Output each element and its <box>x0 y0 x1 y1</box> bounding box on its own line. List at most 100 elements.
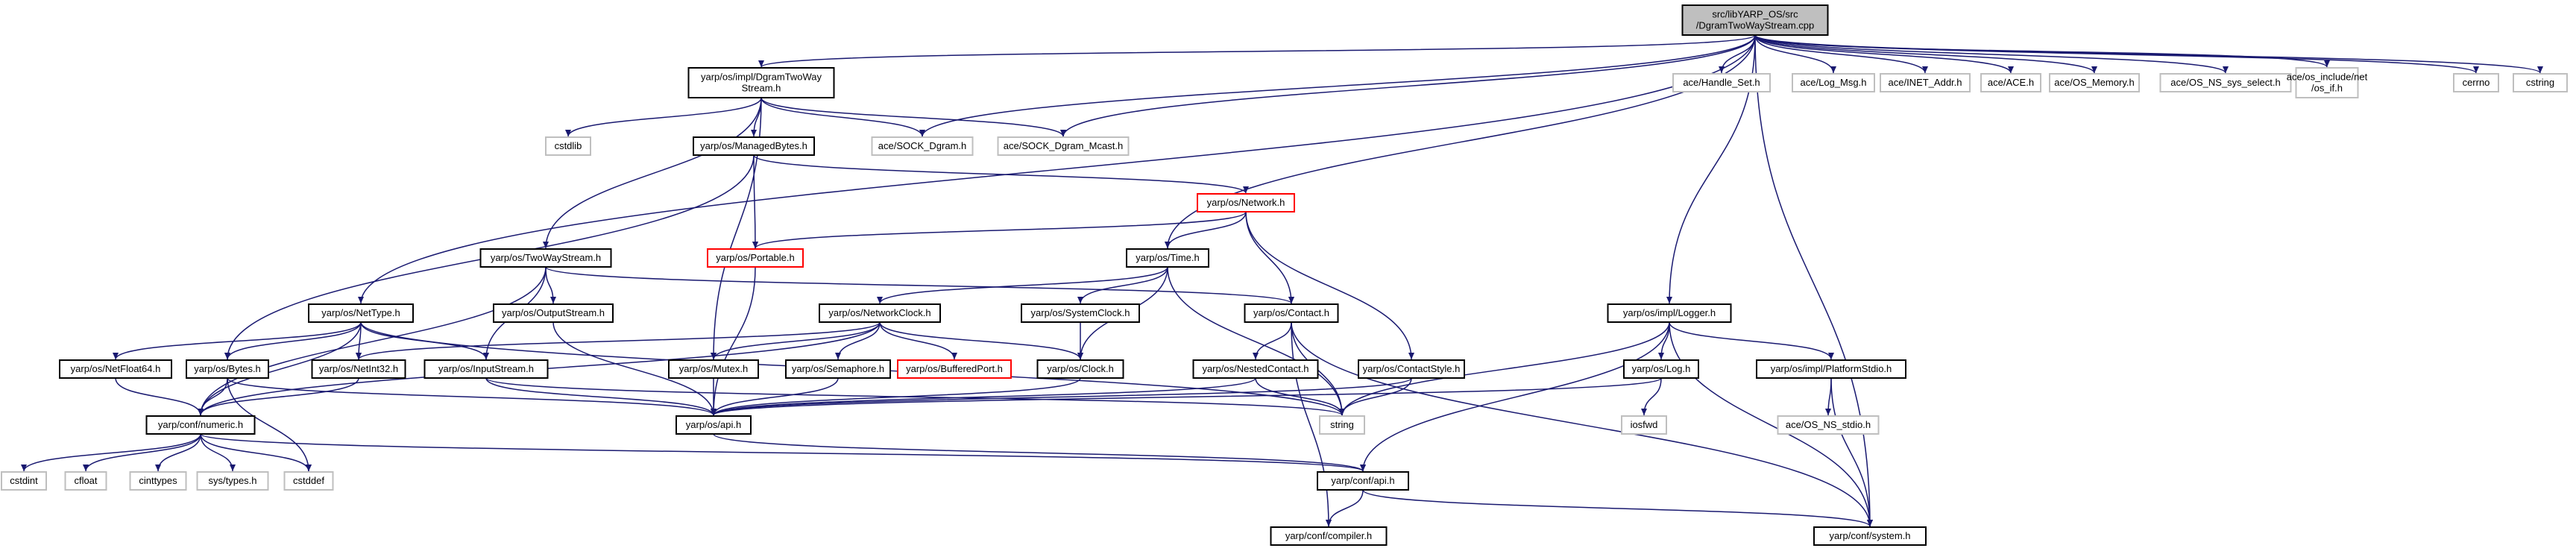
node-box-mutex <box>668 359 759 379</box>
node-label-cerrno: cerrno <box>2463 77 2490 88</box>
node-label-cinttypes: cinttypes <box>139 475 177 486</box>
node-label-netfloat64: yarp/os/NetFloat64.h <box>71 363 161 374</box>
node-os_ns_sys_select: ace/OS_NS_sys_select.h <box>2159 73 2292 92</box>
node-label-cfloat: cfloat <box>74 475 97 486</box>
node-networkclock[interactable]: yarp/os/NetworkClock.h <box>819 303 941 323</box>
node-contactstyle[interactable]: yarp/os/ContactStyle.h <box>1358 359 1465 379</box>
node-label-sock_dgram: ace/SOCK_Dgram.h <box>878 140 967 151</box>
node-box-platformstdio <box>1756 359 1906 379</box>
node-bufferedport[interactable]: yarp/os/BufferedPort.h <box>897 359 1012 379</box>
edge-conf_numeric-to-conf_api <box>200 433 1366 472</box>
edge-conf_numeric-to-sys_types <box>200 433 236 472</box>
node-label-portable: yarp/os/Portable.h <box>716 252 795 263</box>
node-contact[interactable]: yarp/os/Contact.h <box>1244 303 1339 323</box>
node-impl_logger[interactable]: yarp/os/impl/Logger.h <box>1607 303 1732 323</box>
edge-networkclock-to-bufferedport <box>879 321 957 360</box>
node-box-iosfwd <box>1621 415 1667 435</box>
node-impl_dgram[interactable]: yarp/os/impl/DgramTwoWayStream.h <box>687 67 835 98</box>
node-box-cfloat <box>64 471 107 491</box>
node-box-os_api <box>676 415 752 435</box>
edge-time-to-systemclock <box>1077 266 1168 304</box>
node-os_ns_stdio: ace/OS_NS_stdio.h <box>1777 415 1880 435</box>
node-conf_api[interactable]: yarp/conf/api.h <box>1317 471 1409 491</box>
node-systemclock[interactable]: yarp/os/SystemClock.h <box>1021 303 1140 323</box>
node-box-networkclock <box>819 303 941 323</box>
edge-networkclock-to-mutex <box>711 321 881 360</box>
node-netfloat64[interactable]: yarp/os/NetFloat64.h <box>59 359 172 379</box>
node-network[interactable]: yarp/os/Network.h <box>1197 193 1295 212</box>
edge-nettype-to-bytes <box>224 321 362 360</box>
edge-impl_logger-to-string <box>1339 321 1670 416</box>
node-os_api[interactable]: yarp/os/api.h <box>676 415 752 435</box>
node-platformstdio[interactable]: yarp/os/impl/PlatformStdio.h <box>1756 359 1906 379</box>
node-box-contact <box>1244 303 1339 323</box>
node-root[interactable]: src/libYARP_OS/src/DgramTwoWayStream.cpp <box>1681 4 1829 36</box>
node-label-outputstream: yarp/os/OutputStream.h <box>502 307 605 318</box>
node-box-log_msg <box>1792 73 1875 92</box>
edge-contactstyle-to-os_api <box>711 377 1412 416</box>
edge-managed_bytes-to-portable <box>752 154 758 249</box>
edge-time-to-networkclock <box>877 266 1168 304</box>
node-box-time <box>1126 248 1209 268</box>
node-conf_system[interactable]: yarp/conf/system.h <box>1813 526 1927 546</box>
dependency-edges <box>21 34 2543 527</box>
node-label-cstddef: cstddef <box>293 475 324 486</box>
node-os_memory: ace/OS_Memory.h <box>2049 73 2140 92</box>
node-box-conf_system <box>1813 526 1927 546</box>
node-box-cstddef <box>283 471 334 491</box>
node-box-root <box>1681 4 1829 36</box>
edge-conf_api-to-conf_system <box>1362 489 1873 527</box>
node-netint32[interactable]: yarp/os/NetInt32.h <box>311 359 406 379</box>
node-bytes[interactable]: yarp/os/Bytes.h <box>186 359 269 379</box>
node-managed_bytes[interactable]: yarp/os/ManagedBytes.h <box>693 136 815 156</box>
node-box-twowaystream <box>479 248 612 268</box>
node-box-impl_dgram <box>687 67 835 98</box>
node-handle_set: ace/Handle_Set.h <box>1672 73 1771 92</box>
node-outputstream[interactable]: yarp/os/OutputStream.h <box>493 303 614 323</box>
edge-root-to-os_memory <box>1754 34 2097 74</box>
node-semaphore[interactable]: yarp/os/Semaphore.h <box>785 359 891 379</box>
node-label-bufferedport: yarp/os/BufferedPort.h <box>906 363 1003 374</box>
node-twowaystream[interactable]: yarp/os/TwoWayStream.h <box>479 248 612 268</box>
dependency-nodes: src/libYARP_OS/src/DgramTwoWayStream.cpp… <box>1 4 2568 546</box>
edge-conf_numeric-to-cfloat <box>83 433 201 472</box>
edge-network-to-portable <box>752 211 1247 249</box>
node-box-log <box>1623 359 1699 379</box>
edge-nestedcontact-to-string <box>1255 377 1345 416</box>
edge-root-to-ace_h <box>1754 34 2014 74</box>
node-label-sys_types: sys/types.h <box>208 475 256 486</box>
node-label-conf_system: yarp/conf/system.h <box>1829 530 1910 541</box>
node-time[interactable]: yarp/os/Time.h <box>1126 248 1209 268</box>
node-log[interactable]: yarp/os/Log.h <box>1623 359 1699 379</box>
node-label-managed_bytes: yarp/os/ManagedBytes.h <box>700 140 807 151</box>
node-portable[interactable]: yarp/os/Portable.h <box>707 248 804 268</box>
node-conf_numeric[interactable]: yarp/conf/numeric.h <box>145 415 256 435</box>
node-box-clock <box>1036 359 1124 379</box>
edge-inputstream-to-os_api <box>485 377 717 416</box>
edge-conf_numeric-to-cinttypes <box>155 433 201 472</box>
node-ace_h: ace/ACE.h <box>1980 73 2041 92</box>
edge-networkclock-to-clock <box>879 321 1083 360</box>
node-log_msg: ace/Log_Msg.h <box>1792 73 1875 92</box>
node-box-cstring <box>2513 73 2568 92</box>
edge-root-to-nettype <box>358 34 1756 304</box>
node-os_include_net_if: ace/os_include/net/os_if.h <box>2287 67 2368 98</box>
node-nettype[interactable]: yarp/os/NetType.h <box>308 303 414 323</box>
node-clock[interactable]: yarp/os/Clock.h <box>1036 359 1124 379</box>
node-label-platformstdio: yarp/os/impl/PlatformStdio.h <box>1771 363 1892 374</box>
node-label-clock: yarp/os/Clock.h <box>1047 363 1114 374</box>
node-box-sys_types <box>196 471 269 491</box>
node-inputstream[interactable]: yarp/os/InputStream.h <box>423 359 549 379</box>
edge-netint32-to-conf_numeric <box>198 377 359 416</box>
node-mutex[interactable]: yarp/os/Mutex.h <box>668 359 759 379</box>
edge-conf_numeric-to-cstddef <box>200 433 312 472</box>
edge-clock-to-os_api <box>711 377 1081 416</box>
edge-platformstdio-to-conf_system <box>1830 377 1873 527</box>
node-label-root: src/libYARP_OS/src <box>1712 9 1798 20</box>
node-box-os_ns_stdio <box>1777 415 1880 435</box>
node-conf_compiler[interactable]: yarp/conf/compiler.h <box>1270 526 1388 546</box>
node-nestedcontact[interactable]: yarp/os/NestedContact.h <box>1192 359 1319 379</box>
node-box-os_include_net_if <box>2295 67 2359 98</box>
edge-twowaystream-to-contact <box>545 266 1294 304</box>
edge-nestedcontact-to-os_api <box>711 377 1256 416</box>
